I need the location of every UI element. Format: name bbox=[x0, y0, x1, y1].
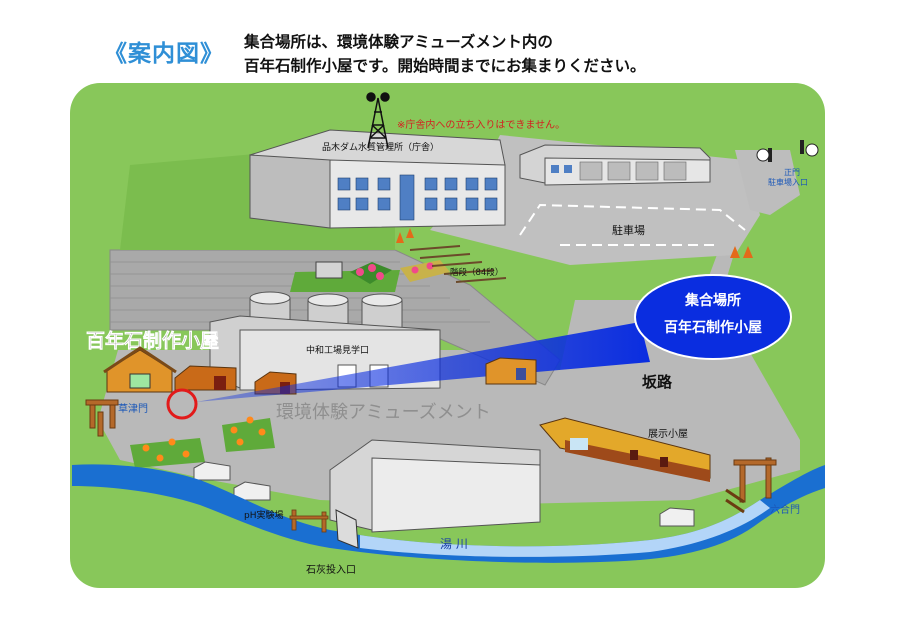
label-kusatsu-gate: 草津門 bbox=[118, 403, 148, 415]
large-shed bbox=[329, 439, 541, 533]
label-plant: 中和工場見学口 bbox=[306, 344, 369, 356]
header-line-2: 百年石制作小屋です。開始時間までにお集まりください。 bbox=[244, 57, 646, 75]
label-limestone: 石灰投入口 bbox=[306, 563, 356, 576]
label-office: 品木ダム水質管理所（庁舎） bbox=[322, 141, 439, 153]
flower-garden bbox=[290, 260, 450, 292]
upper-road bbox=[735, 150, 800, 215]
main-gate-icon bbox=[756, 140, 819, 162]
traffic-cone-icon bbox=[396, 228, 753, 258]
callout-beam bbox=[196, 322, 650, 402]
header: 《案内図》 集合場所は、環境体験アミューズメント内の 百年石制作小屋です。開始時… bbox=[0, 0, 898, 80]
label-parking-entrance: 駐車場入口 bbox=[768, 177, 808, 187]
callout-bubble bbox=[634, 274, 792, 360]
ph-lab-fence bbox=[289, 509, 329, 533]
river bbox=[72, 464, 825, 563]
rokugo-gate-icon bbox=[725, 457, 777, 514]
label-river: 湯 川 bbox=[440, 537, 468, 551]
small-sheds bbox=[193, 461, 695, 527]
toilet-hut bbox=[485, 357, 537, 385]
map-title: 《案内図》 bbox=[104, 41, 224, 67]
label-amusement: 環境体験アミューズメント bbox=[276, 402, 491, 423]
meeting-point-marker bbox=[166, 388, 198, 420]
label-stairs: 階段（84段） bbox=[450, 267, 503, 278]
limestone-inlet bbox=[335, 509, 359, 549]
parking-lines bbox=[519, 203, 746, 246]
garage-building bbox=[519, 144, 711, 186]
antenna-tower-icon bbox=[366, 92, 390, 149]
label-hut-title: 百年石制作小屋 bbox=[86, 329, 219, 352]
label-exhibit-hut: 展示小屋 bbox=[648, 428, 688, 440]
header-line-1: 集合場所は、環境体験アミューズメント内の bbox=[244, 33, 553, 51]
office-building bbox=[248, 129, 506, 229]
label-main-gate: 正門 bbox=[784, 168, 800, 177]
stairs-icon bbox=[409, 245, 507, 283]
label-rokugo-gate: 六合門 bbox=[770, 503, 800, 516]
label-slope: 坂路 bbox=[642, 373, 673, 391]
label-ph-lab: pH実験場 bbox=[244, 509, 283, 521]
notice-text: ※庁舎内への立ち入りはできません。 bbox=[397, 118, 565, 131]
label-parking: 駐車場 bbox=[612, 223, 645, 237]
river-light bbox=[360, 500, 770, 557]
exhibit-hut bbox=[539, 417, 711, 482]
callout-line-1: 集合場所 bbox=[684, 292, 741, 309]
road-area bbox=[98, 180, 800, 505]
callout-line-2: 百年石制作小屋 bbox=[664, 319, 762, 336]
kusatsu-gate-icon bbox=[85, 399, 119, 437]
front-flower-bed bbox=[130, 416, 275, 468]
